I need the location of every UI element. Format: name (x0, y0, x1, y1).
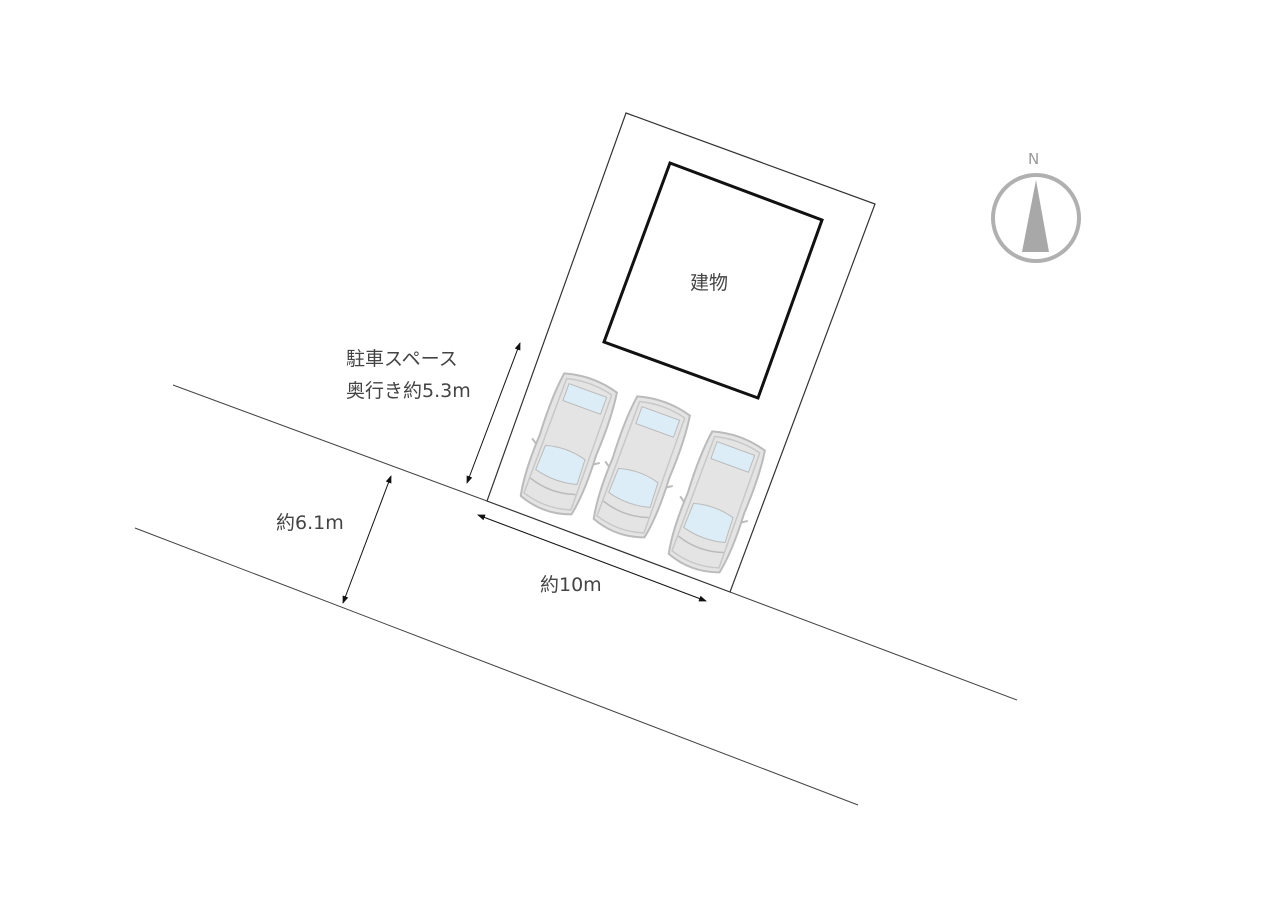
compass-north-label: N (1028, 150, 1040, 168)
parking-label-line1: 駐車スペース (346, 348, 458, 370)
lot-boundary (486, 112, 876, 593)
road-width-arrow (342, 475, 392, 604)
building-label: 建物 (690, 272, 729, 294)
frontage-label: 約10m (540, 574, 602, 596)
frontage-arrow (477, 514, 707, 602)
road-edge-upper-right (729, 591, 1018, 701)
road-edge-upper-left (172, 384, 488, 502)
parking-depth-label: 奥行き約5.3m (346, 380, 471, 402)
road-edge-lower (134, 527, 859, 806)
road-width-label: 約6.1m (276, 512, 344, 534)
building-outline (602, 161, 824, 400)
parking-depth-arrow (466, 342, 521, 484)
north-compass-icon (991, 173, 1081, 263)
